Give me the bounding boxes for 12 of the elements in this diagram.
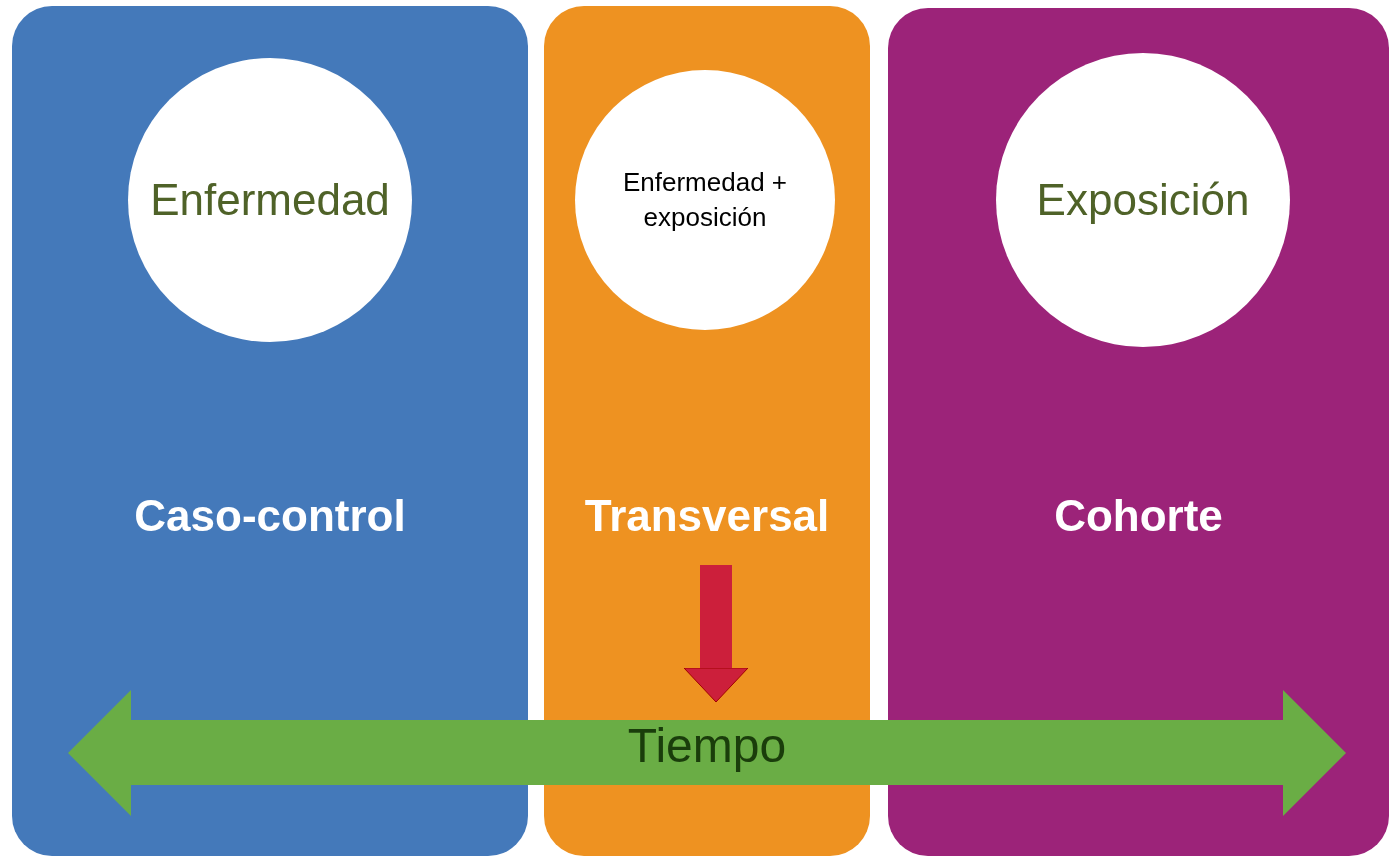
circle-label: Enfermedad	[150, 174, 390, 227]
panel-heading: Caso-control	[133, 491, 407, 541]
circle-label: Enfermedad + exposición	[621, 165, 789, 234]
study-panel	[12, 6, 528, 856]
double-arrow	[68, 690, 1346, 816]
circle-label: Exposición	[1036, 174, 1250, 227]
arrow	[683, 565, 749, 703]
panel-heading: Transversal	[583, 491, 831, 541]
arrow-label: Tiempo	[626, 718, 788, 773]
study-panel	[888, 8, 1389, 856]
panel-heading: Cohorte	[1053, 491, 1224, 541]
study-panel	[544, 6, 870, 856]
